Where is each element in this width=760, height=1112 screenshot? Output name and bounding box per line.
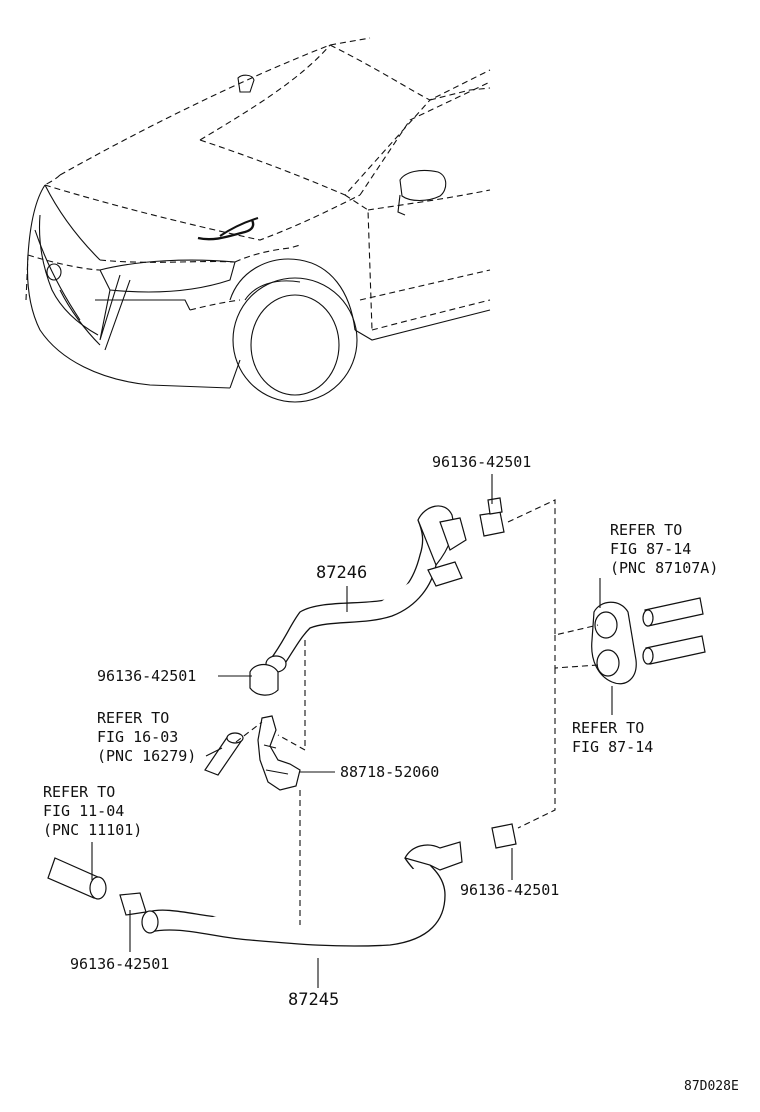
label-refer-87a-line3: (PNC 87107A) bbox=[610, 559, 718, 577]
label-refer-87b-line2: FIG 87-14 bbox=[572, 738, 653, 756]
label-hose-87246: 87246 bbox=[316, 563, 367, 583]
label-clamp-left-lower: 96136-42501 bbox=[70, 955, 169, 973]
leader-lines bbox=[91, 474, 613, 988]
clamp-left-lower[interactable] bbox=[119, 892, 147, 916]
clamp-top-right[interactable] bbox=[479, 497, 505, 537]
label-refer-16-line2: FIG 16-03 bbox=[97, 728, 178, 746]
diagram-code: 87D028E bbox=[684, 1079, 739, 1094]
label-clamp-right-lower: 96136-42501 bbox=[460, 881, 559, 899]
label-refer-11-line1: REFER TO bbox=[43, 783, 115, 801]
label-clamp-top: 96136-42501 bbox=[432, 453, 531, 471]
label-refer-87b-line1: REFER TO bbox=[572, 719, 644, 737]
label-hose-87245: 87245 bbox=[288, 990, 339, 1010]
car-illustration bbox=[25, 37, 491, 403]
label-refer-87a-line1: REFER TO bbox=[610, 521, 682, 539]
label-refer-11-line3: (PNC 11101) bbox=[43, 821, 142, 839]
clamp-right-lower[interactable] bbox=[491, 823, 517, 849]
heater-core-flange[interactable] bbox=[591, 597, 706, 685]
clamp-upper-hose-elbow[interactable] bbox=[427, 561, 463, 587]
label-bracket: 88718-52060 bbox=[340, 763, 439, 781]
label-refer-16-line1: REFER TO bbox=[97, 709, 169, 727]
bracket-88718-52060[interactable] bbox=[257, 715, 301, 791]
label-refer-11-line2: FIG 11-04 bbox=[43, 802, 124, 820]
label-clamp-left-upper: 96136-42501 bbox=[97, 667, 196, 685]
connection-lines bbox=[235, 499, 599, 925]
label-refer-87a-line2: FIG 87-14 bbox=[610, 540, 691, 558]
hose-87246[interactable] bbox=[265, 505, 467, 673]
hose-87245[interactable] bbox=[141, 841, 463, 947]
pipe-refer-11-04[interactable] bbox=[47, 857, 107, 900]
pipe-refer-16-03[interactable] bbox=[204, 732, 244, 776]
clamp-left-upper[interactable] bbox=[249, 663, 279, 696]
label-refer-16-line3: (PNC 16279) bbox=[97, 747, 196, 765]
